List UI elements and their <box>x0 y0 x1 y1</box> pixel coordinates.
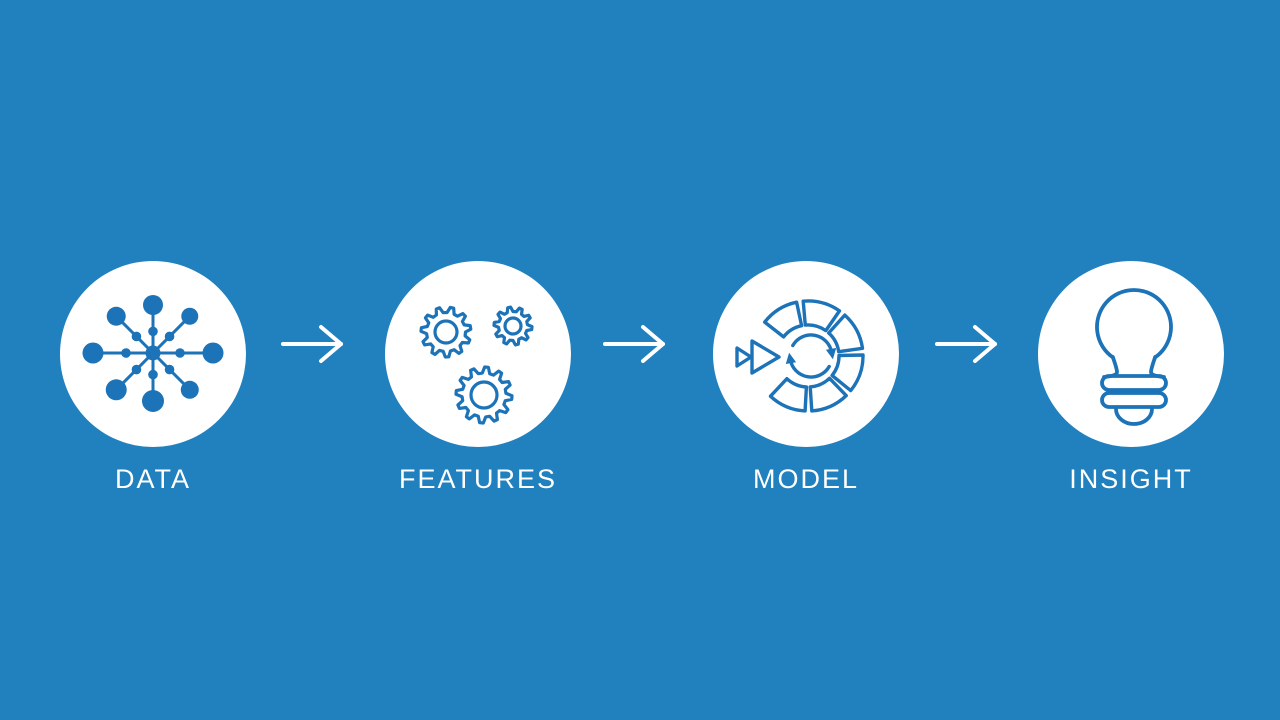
step-label-model: MODEL <box>752 464 860 494</box>
step-circle-data <box>60 261 246 447</box>
arrow-right-icon <box>603 325 665 363</box>
step-label-features: FEATURES <box>398 464 557 494</box>
lightbulb-icon <box>1095 288 1173 426</box>
arrow-right-icon <box>281 325 343 363</box>
step-circle-model <box>713 261 899 447</box>
step-features: FEATURES <box>385 261 571 493</box>
step-circle-features <box>385 261 571 447</box>
model-cycle-icon <box>735 299 865 413</box>
data-network-icon <box>82 295 224 412</box>
step-label-insight: INSIGHT <box>1069 464 1193 494</box>
step-label-data: DATA <box>114 464 191 494</box>
step-circle-insight <box>1038 261 1224 447</box>
gears-icon <box>419 305 534 425</box>
arrow-right-icon <box>935 325 997 363</box>
step-insight: INSIGHT <box>1038 261 1224 493</box>
step-model: MODEL <box>713 261 899 493</box>
step-data: DATA <box>60 261 246 493</box>
